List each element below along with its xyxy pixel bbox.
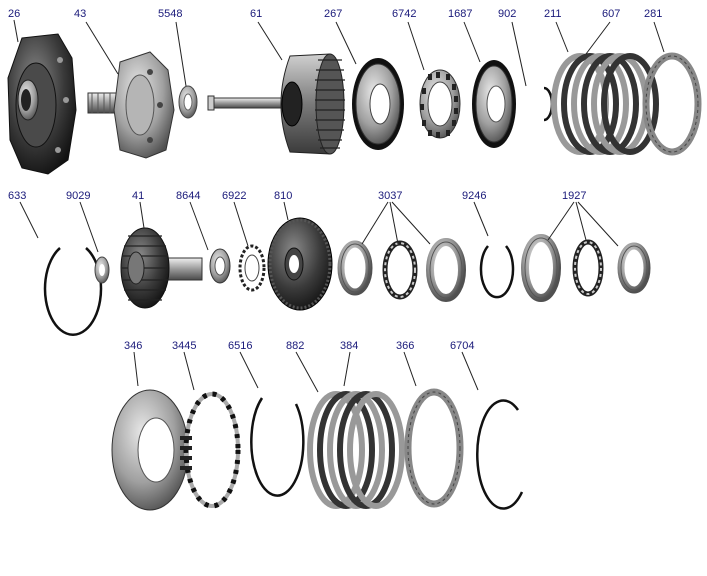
label-9029: 9029 <box>66 190 90 202</box>
label-281: 281 <box>644 8 662 20</box>
label-9246: 9246 <box>462 190 486 202</box>
label-61: 61 <box>250 8 262 20</box>
part-1927-bearing-set <box>521 234 651 302</box>
part-6742-bearing <box>419 69 461 139</box>
part-1687-thrust-washer <box>472 60 516 148</box>
label-26: 26 <box>8 8 20 20</box>
label-384: 384 <box>340 340 358 352</box>
part-8644-washer <box>209 248 231 284</box>
part-346-plate <box>111 389 189 511</box>
part-633-snap-ring <box>43 247 103 336</box>
label-3445: 3445 <box>172 340 196 352</box>
part-9029-washer <box>94 256 110 284</box>
part-6516-snap-ring <box>250 397 305 497</box>
part-3037-bearing-set <box>337 238 466 302</box>
label-3037: 3037 <box>378 190 402 202</box>
part-902-snap-ring <box>543 86 554 122</box>
label-41: 41 <box>132 190 144 202</box>
part-267-piston <box>352 58 404 150</box>
part-43-stator-shaft <box>87 51 175 159</box>
part-6704-snap-ring <box>476 399 524 510</box>
label-6704: 6704 <box>450 340 474 352</box>
label-5548: 5548 <box>158 8 182 20</box>
part-366-steel-plate <box>404 388 464 508</box>
part-6922-tabbed-washer <box>238 244 266 292</box>
label-267: 267 <box>324 8 342 20</box>
part-26-pump-body <box>7 33 77 175</box>
label-6922: 6922 <box>222 190 246 202</box>
label-902: 902 <box>498 8 516 20</box>
label-1687: 1687 <box>448 8 472 20</box>
part-41-gear-carrier <box>120 227 203 309</box>
part-281-steel-plate <box>642 52 702 156</box>
part-3445-roller-clutch <box>180 391 241 509</box>
label-8644: 8644 <box>176 190 200 202</box>
label-43: 43 <box>74 8 86 20</box>
leader-lines <box>13 19 665 393</box>
part-810-helical-gear <box>267 217 333 311</box>
part-5548-washer <box>178 85 198 119</box>
part-211-607-clutch-pack <box>551 53 659 155</box>
part-9246-snap-ring <box>479 245 515 299</box>
label-1927: 1927 <box>562 190 586 202</box>
label-6516: 6516 <box>228 340 252 352</box>
label-810: 810 <box>274 190 292 202</box>
part-61-input-drum <box>207 53 345 155</box>
label-346: 346 <box>124 340 142 352</box>
part-labels: 26 43 5548 61 267 6742 1687 902 211 607 … <box>8 8 662 352</box>
label-882: 882 <box>286 340 304 352</box>
part-882-384-clutch-pack <box>307 391 405 509</box>
label-607: 607 <box>602 8 620 20</box>
label-366: 366 <box>396 340 414 352</box>
label-6742: 6742 <box>392 8 416 20</box>
label-211: 211 <box>544 8 562 20</box>
label-633: 633 <box>8 190 26 202</box>
